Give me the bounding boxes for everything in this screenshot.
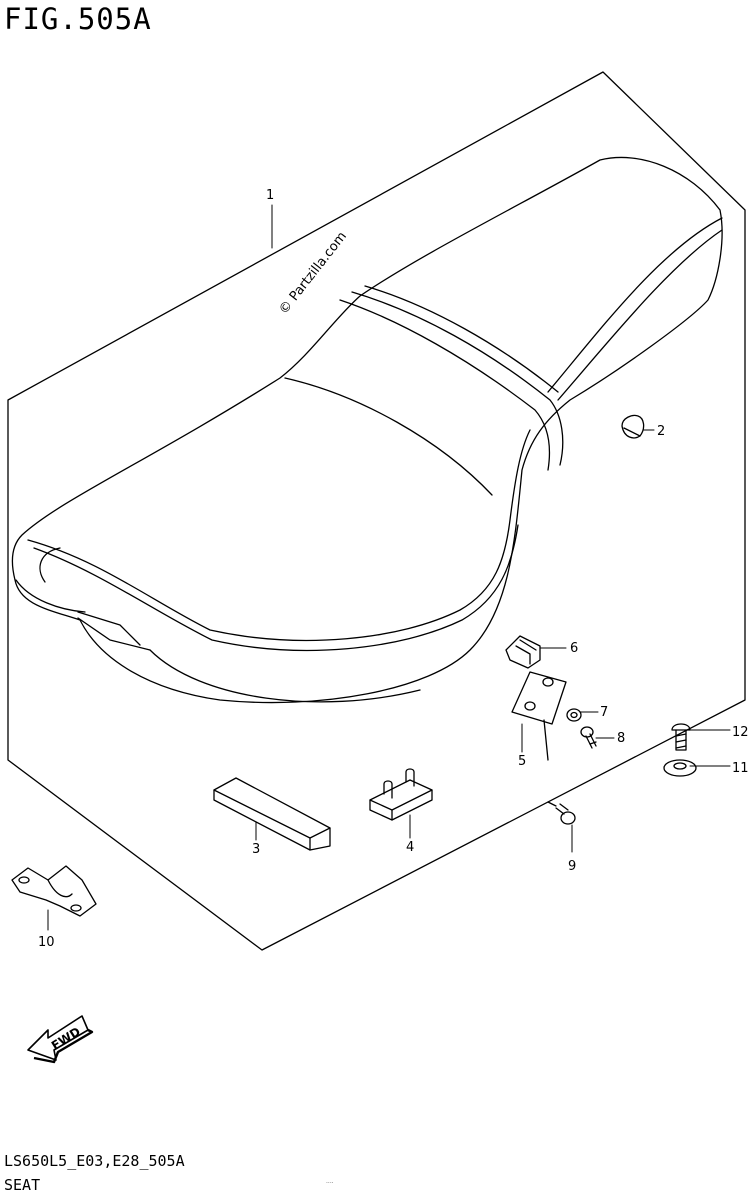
- diagram-name: SEAT: [4, 1176, 41, 1194]
- washer-part-11: [663, 759, 697, 777]
- washer-part-7: [566, 708, 582, 722]
- clip-part-6: [505, 635, 541, 669]
- figure-title: FIG.505A: [4, 2, 152, 36]
- rubber-strip-part-3: [213, 777, 331, 851]
- hinge-part-10: [11, 865, 97, 917]
- callout-2: 2: [657, 424, 665, 439]
- callout-6: 6: [570, 641, 578, 656]
- seat-part: [11, 156, 723, 704]
- diagram-code: LS650L5_E03,E28_505A: [4, 1152, 185, 1170]
- plate-part-5: [511, 671, 567, 761]
- leader-lines: [47, 204, 731, 931]
- callout-5: 5: [518, 754, 526, 769]
- callout-1: 1: [266, 188, 274, 203]
- callout-8: 8: [617, 731, 625, 746]
- assembly-box-outline: [7, 71, 746, 951]
- callout-7: 7: [600, 705, 608, 720]
- callout-9: 9: [568, 859, 576, 874]
- bolt-part-8: [580, 726, 597, 749]
- watermark-text: © Partzilla.com: [276, 229, 350, 317]
- callout-12: 12: [732, 725, 749, 740]
- fwd-arrow-icon: FWD: [27, 1015, 94, 1064]
- bolt-part-9: [547, 801, 576, 825]
- callout-4: 4: [406, 840, 414, 855]
- bracket-part-4: [369, 768, 433, 821]
- callout-3: 3: [252, 842, 260, 857]
- callout-11: 11: [732, 761, 749, 776]
- cushion-part-2: [621, 414, 645, 439]
- footer-small-text: ....: [326, 1178, 334, 1185]
- callout-10: 10: [38, 935, 55, 950]
